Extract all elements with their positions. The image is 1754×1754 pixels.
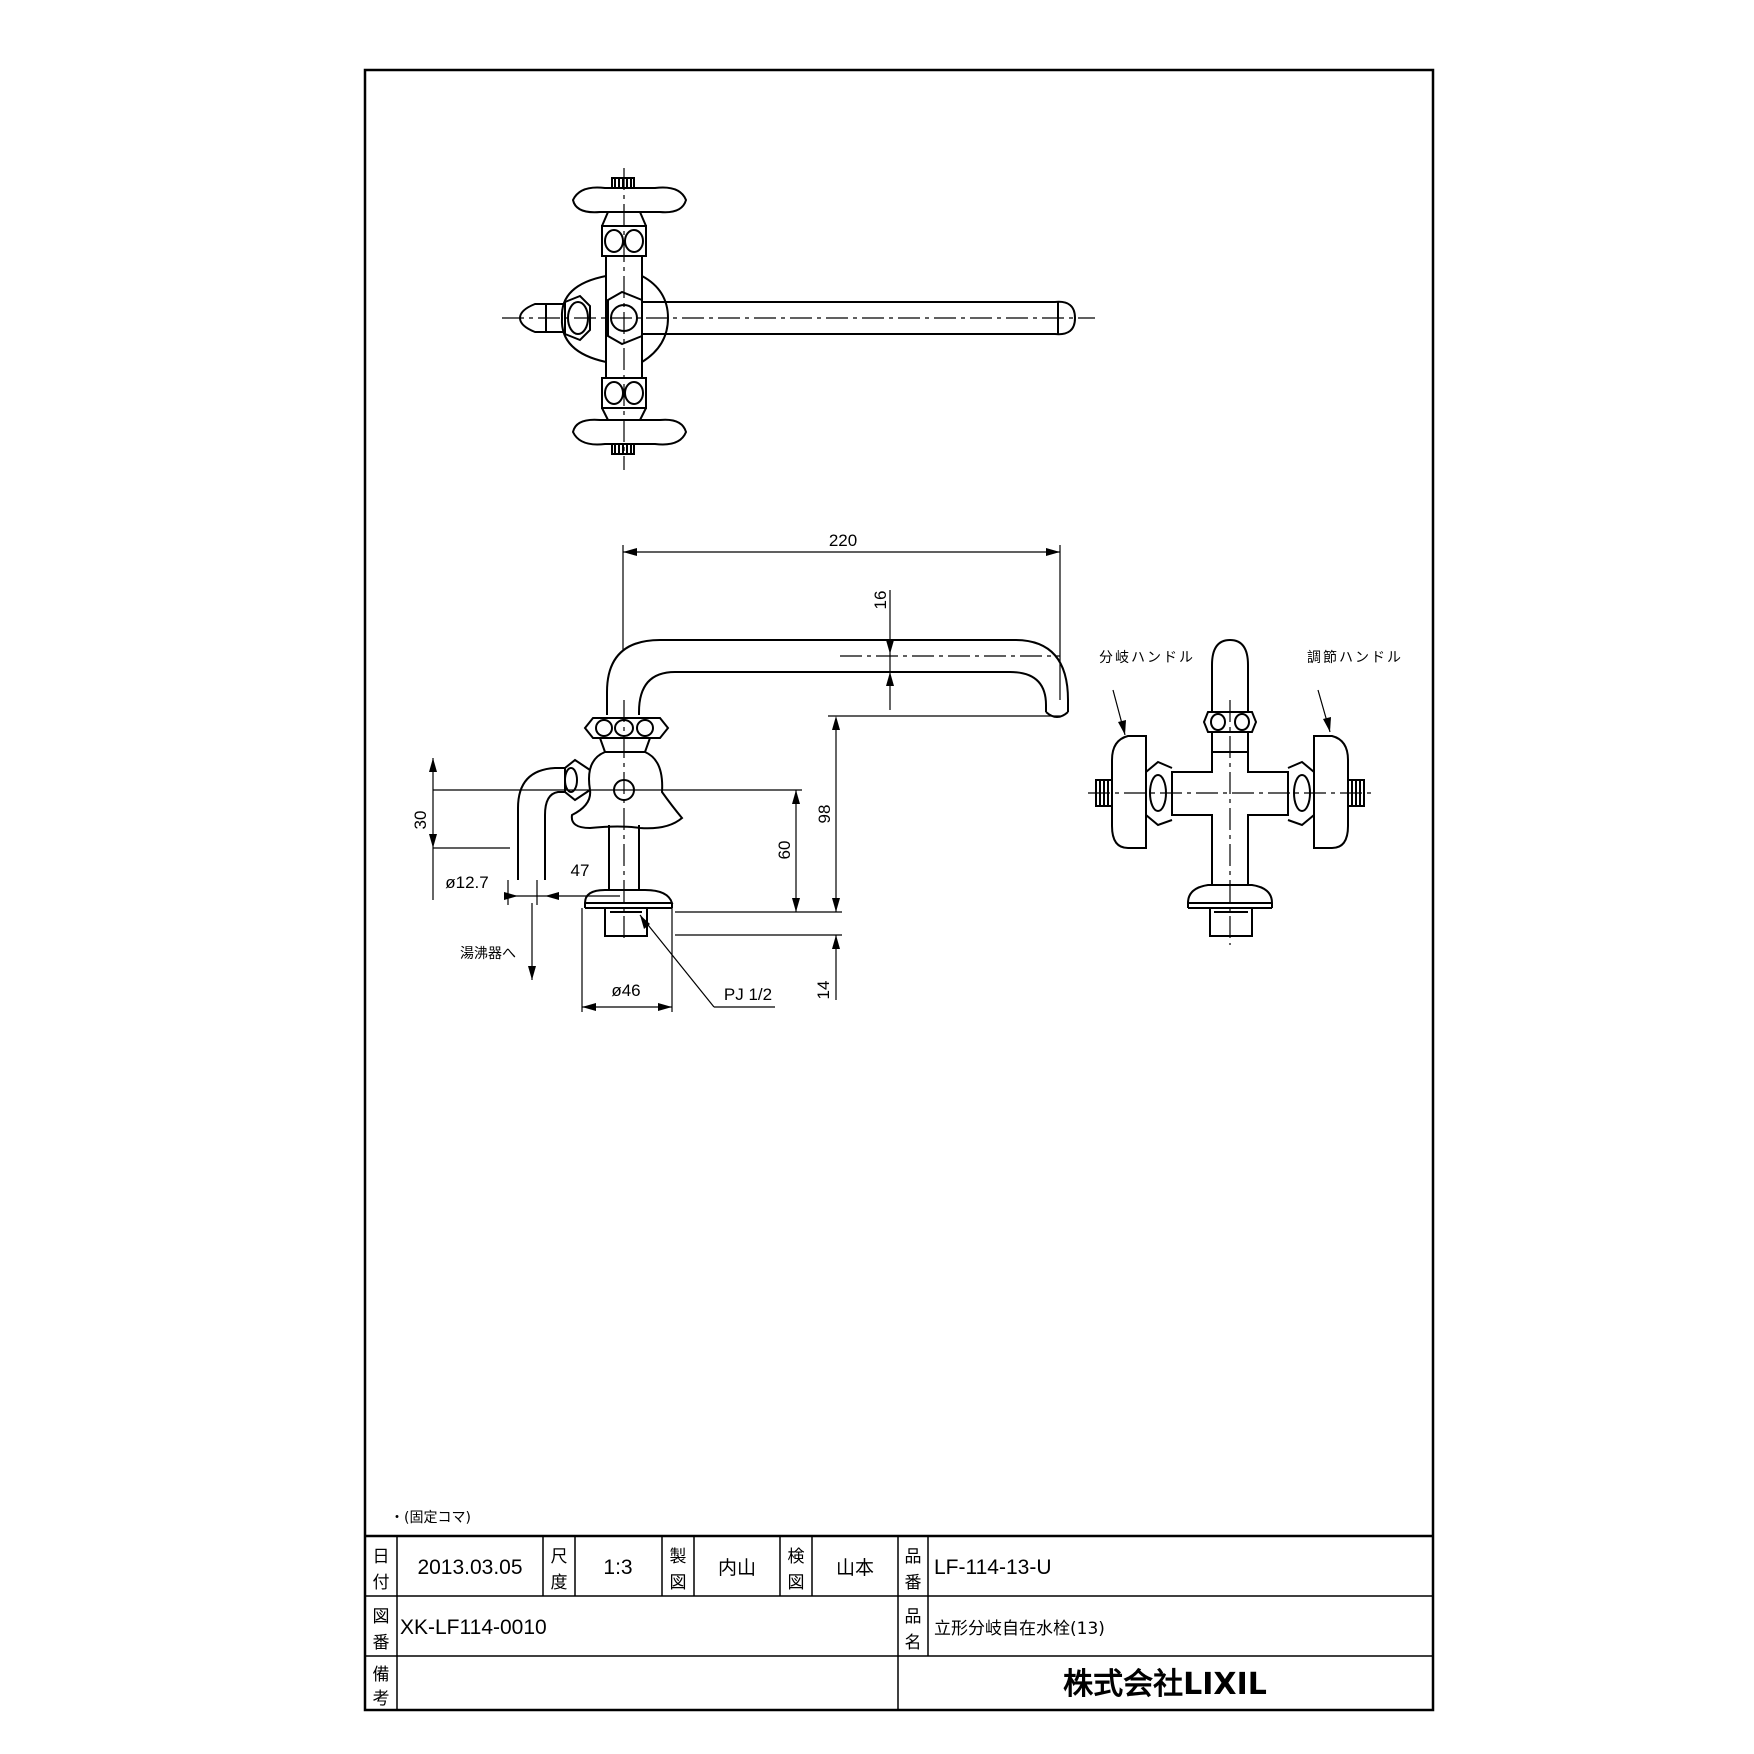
sheet-border: [363, 68, 1435, 1712]
title-block-grid: [365, 1534, 1433, 1710]
side-view-centerlines: [1088, 700, 1372, 945]
arrowheads: [429, 548, 1331, 1011]
front-view: [517, 639, 1069, 937]
top-view: [518, 177, 1077, 455]
front-view-centerlines: [623, 655, 1060, 940]
top-view-centerlines: [502, 168, 1095, 470]
front-dimension-lines: [432, 545, 1331, 1012]
